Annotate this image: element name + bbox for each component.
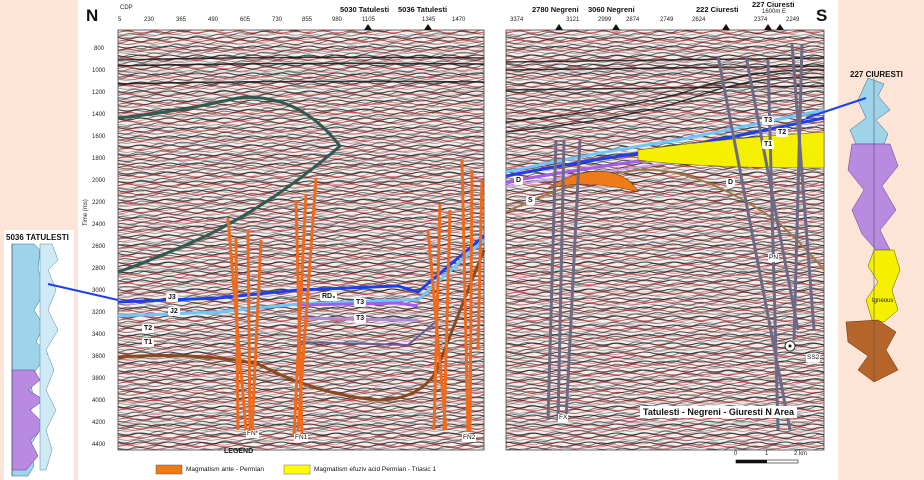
cdp-tick: 1345 bbox=[422, 17, 436, 23]
horizon-label-s: S bbox=[526, 196, 535, 205]
time-tick: 2000 bbox=[92, 178, 106, 184]
fault-label-fx: FX bbox=[558, 414, 569, 422]
time-tick: 4000 bbox=[92, 398, 106, 404]
legend-swatch-orange bbox=[155, 464, 183, 475]
cdp-tick: 605 bbox=[240, 17, 251, 23]
faults-right bbox=[546, 43, 816, 431]
seismic-svg bbox=[78, 0, 838, 475]
cdp-tick: 5 bbox=[118, 17, 122, 23]
time-tick: 1800 bbox=[92, 156, 106, 162]
cdp-tick: 2374 bbox=[754, 17, 768, 23]
time-tick: 3000 bbox=[92, 288, 106, 294]
cdp-tick: 1105 bbox=[362, 17, 375, 23]
cdp-tick: 3121 bbox=[566, 17, 580, 23]
horizon-label-t3: T3 bbox=[354, 298, 367, 307]
well-log-right bbox=[838, 70, 924, 390]
horizon-label-t2: T2 bbox=[142, 324, 155, 333]
well-log-left-label: 5036 TATULESTI bbox=[6, 233, 69, 242]
cdp-tick: 1470 bbox=[452, 17, 466, 23]
ss2-fault-circle bbox=[784, 340, 796, 352]
south-marker: S bbox=[816, 6, 828, 25]
time-tick: 2400 bbox=[92, 222, 106, 228]
horizon-label-d: D bbox=[514, 176, 524, 185]
time-axis-label: Time (ms) bbox=[83, 199, 89, 226]
cdp-tick: 230 bbox=[144, 17, 155, 23]
fault-label-ss2: SS2 bbox=[806, 354, 821, 362]
fault-label-fn-star: FN* bbox=[246, 430, 260, 438]
time-tick: 4200 bbox=[92, 420, 106, 426]
time-tick: 2800 bbox=[92, 266, 106, 272]
magmatic-body-orange bbox=[547, 171, 639, 193]
cdp-tick: 855 bbox=[302, 17, 313, 23]
time-tick: 3800 bbox=[92, 376, 106, 382]
cdp-label: CDP bbox=[120, 5, 133, 11]
cdp-tick: 2249 bbox=[786, 17, 800, 23]
cdp-tick: 2999 bbox=[598, 17, 612, 23]
cdp-tick: 3374 bbox=[510, 17, 524, 23]
cdp-tick: 490 bbox=[208, 17, 219, 23]
time-tick: 2600 bbox=[92, 244, 106, 250]
header-strip bbox=[78, 0, 838, 30]
well-tie-line-left bbox=[47, 283, 119, 301]
time-tick: 3600 bbox=[92, 354, 106, 360]
legend-title: LEGEND bbox=[224, 448, 254, 455]
time-tick: 4400 bbox=[92, 442, 106, 448]
cdp-tick: 365 bbox=[176, 17, 187, 23]
well-log-left bbox=[4, 230, 74, 480]
cdp-tick: 730 bbox=[272, 17, 283, 23]
scale-bar bbox=[735, 459, 799, 464]
basement-horizon-left bbox=[117, 249, 486, 402]
horizon-label-pn: PN bbox=[768, 254, 780, 262]
horizon-label-t1: T1 bbox=[142, 338, 155, 347]
igneous-label: Igneous bbox=[872, 298, 894, 304]
well-label-5036: 5036 Tatulesti bbox=[398, 5, 448, 14]
fault-label-fn1: FN1 bbox=[294, 434, 309, 442]
horizon-label-t3: T3 bbox=[354, 314, 367, 323]
time-tick: 800 bbox=[94, 46, 105, 52]
time-tick: 1600 bbox=[92, 134, 106, 140]
deep-horizon-green bbox=[117, 95, 343, 274]
legend-swatch-yellow bbox=[283, 464, 311, 475]
section-panel: N S CDP 5 230 365 490 605 730 855 980 11… bbox=[78, 0, 838, 480]
shallow-reflectors bbox=[117, 56, 825, 133]
well-label-3060: 3060 Negreni bbox=[588, 5, 635, 14]
well-offset-note: 1600m E bbox=[762, 9, 787, 15]
well-label-222: 222 Ciuresti bbox=[696, 5, 739, 14]
legend-item: Magmatism ante - Permian bbox=[186, 466, 265, 473]
time-tick: 3400 bbox=[92, 332, 106, 338]
horizon-label-rd: RD₃ bbox=[320, 292, 338, 301]
time-tick: 1400 bbox=[92, 112, 106, 118]
cdp-tick: 2749 bbox=[660, 17, 674, 23]
time-tick: 2200 bbox=[92, 200, 106, 206]
well-arrows bbox=[364, 24, 784, 30]
well-label-5030: 5030 Tatulesti bbox=[340, 5, 390, 14]
horizon-label-t3: T3 bbox=[762, 116, 775, 125]
horizon-label-t1: T1 bbox=[762, 140, 775, 149]
scale-label: 1 bbox=[765, 451, 769, 457]
fault-label-fn2: FN2 bbox=[462, 434, 477, 442]
well-log-right-label: 227 CIURESTI bbox=[850, 70, 903, 79]
legend-item: Magmatism efuziv acid Permian - Triasic … bbox=[314, 466, 437, 473]
horizon-label-d: D bbox=[726, 178, 736, 187]
horizons-left bbox=[117, 234, 486, 347]
cdp-tick: 2874 bbox=[626, 17, 640, 23]
area-title: Tatulesti - Negreni - Giuresti N Area bbox=[640, 406, 798, 418]
time-tick: 1000 bbox=[92, 68, 106, 74]
cdp-tick: 2624 bbox=[692, 17, 706, 23]
north-marker: N bbox=[86, 6, 99, 25]
horizon-label-j2: J2 bbox=[168, 307, 180, 316]
faults-left bbox=[226, 159, 484, 437]
horizon-label-j3: J3 bbox=[166, 293, 178, 302]
time-tick: 3200 bbox=[92, 310, 106, 316]
scale-label: 2 km bbox=[794, 451, 808, 457]
well-tie-line-right bbox=[805, 97, 867, 119]
time-tick: 1200 bbox=[92, 90, 106, 96]
well-label-227: 227 Ciuresti bbox=[752, 0, 795, 9]
horizon-label-t2: T2 bbox=[776, 128, 789, 137]
scale-label: 0 bbox=[734, 451, 738, 457]
cdp-tick: 980 bbox=[332, 17, 343, 23]
magmatic-body-yellow bbox=[637, 131, 825, 169]
well-label-2780: 2780 Negreni bbox=[532, 5, 579, 14]
